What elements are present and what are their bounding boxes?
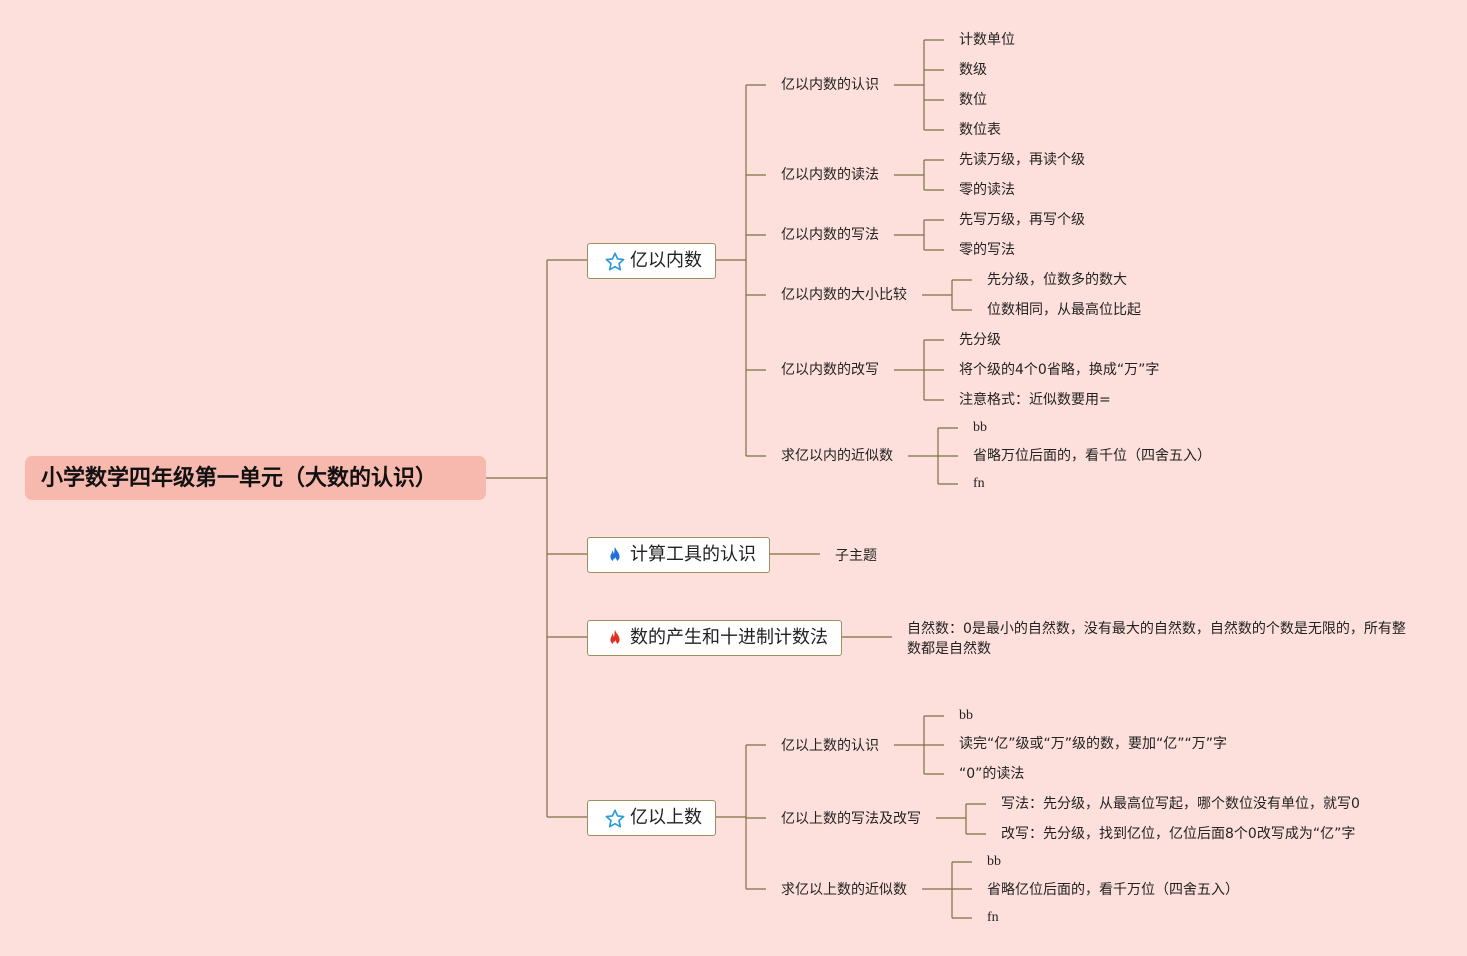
leaf-label[interactable]: 零的读法 [959,182,1015,198]
topic-label: 亿以内数 [630,250,702,271]
root-topic[interactable]: 小学数学四年级第一单元（大数的认识） [25,456,486,500]
leaf-label[interactable]: 数位 [959,92,987,108]
star-icon [605,252,625,271]
leaf-label[interactable]: 注意格式：近似数要用= [959,392,1111,408]
leaf-label[interactable]: 省略万位后面的，看千位（四舍五入） [973,448,1211,464]
leaf-label[interactable]: 先读万级，再读个级 [959,152,1085,168]
flame-icon [610,629,620,646]
leaf-label[interactable]: 位数相同，从最高位比起 [987,302,1141,318]
topic-yi-yinei[interactable]: 亿以内数 [587,243,716,279]
leaf-label[interactable]: fn [973,476,985,491]
leaf-label[interactable]: “0”的读法 [959,766,1025,782]
subtopic-label[interactable]: 亿以上数的写法及改写 [781,811,921,827]
leaf-label[interactable]: 先分级 [959,332,1001,348]
flame-icon [610,546,620,563]
star-icon [605,809,625,828]
leaf-label[interactable]: 写法：先分级，从最高位写起，哪个数位没有单位，就写0 [1001,796,1360,812]
topic-yi-yishang[interactable]: 亿以上数 [587,800,716,836]
leaf-label[interactable]: 数位表 [959,122,1001,138]
leaf-label[interactable]: 改写：先分级，找到亿位，亿位后面8个0改写成为“亿”字 [1001,826,1356,842]
leaf-label[interactable]: bb [959,708,973,723]
leaf-label[interactable]: 读完“亿”级或“万”级的数，要加“亿”“万”字 [959,736,1228,752]
subtopic-note[interactable]: 自然数：0是最小的自然数，没有最大的自然数，自然数的个数是无限的，所有整数都是自… [907,621,1406,657]
leaf-label[interactable]: 零的写法 [959,242,1015,258]
leaf-label[interactable]: 将个级的4个0省略，换成“万”字 [959,362,1160,378]
leaf-label[interactable]: 数级 [959,62,987,78]
subtopic-label[interactable]: 亿以内数的认识 [781,77,879,93]
topic-number-origin[interactable]: 数的产生和十进制计数法 [587,620,842,656]
topic-label: 数的产生和十进制计数法 [630,627,828,648]
leaf-label[interactable]: fn [987,910,999,925]
leaf-label[interactable]: bb [973,420,987,435]
topic-label: 计算工具的认识 [630,544,756,565]
subtopic-label[interactable]: 求亿以内的近似数 [781,448,893,464]
subtopic-label[interactable]: 亿以内数的大小比较 [781,287,907,303]
leaf-label[interactable]: 省略亿位后面的，看千万位（四舍五入） [987,882,1239,898]
subtopic-label[interactable]: 亿以上数的认识 [781,738,879,754]
leaf-label[interactable]: 先写万级，再写个级 [959,212,1085,228]
subtopic-label[interactable]: 求亿以上数的近似数 [781,882,907,898]
subtopic-label[interactable]: 亿以内数的写法 [781,227,879,243]
subtopic-label[interactable]: 亿以内数的改写 [781,362,879,378]
subtopic-label[interactable]: 亿以内数的读法 [781,167,879,183]
topic-label: 亿以上数 [630,807,702,828]
subtopic-label[interactable]: 子主题 [835,548,877,564]
leaf-label[interactable]: bb [987,854,1001,869]
leaf-label[interactable]: 计数单位 [959,32,1015,48]
leaf-label[interactable]: 先分级，位数多的数大 [987,272,1127,288]
topic-calc-tools[interactable]: 计算工具的认识 [587,537,770,573]
